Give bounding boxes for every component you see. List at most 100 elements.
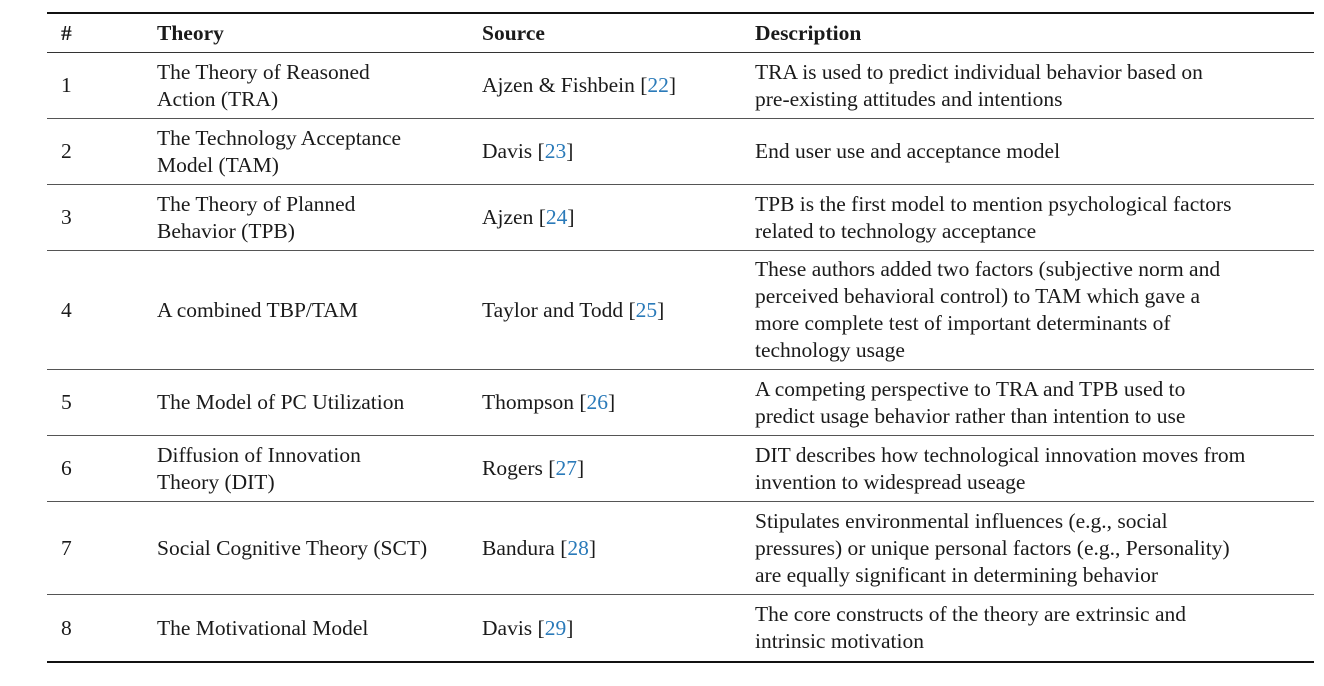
source-author: Bandura [ bbox=[482, 535, 568, 560]
theory-cell: The Theory of Reasoned Action (TRA) bbox=[157, 53, 482, 119]
description-line: pre-existing attitudes and intentions bbox=[755, 86, 1063, 111]
theory-line: Diffusion of Innovation bbox=[157, 442, 361, 467]
description-line: are equally significant in determining b… bbox=[755, 562, 1158, 587]
row-number: 4 bbox=[61, 297, 72, 322]
theory-cell: The Motivational Model bbox=[157, 595, 482, 663]
description-line: more complete test of important determin… bbox=[755, 311, 1171, 335]
table-body: 1 The Theory of Reasoned Action (TRA) Aj… bbox=[47, 53, 1314, 663]
source-author: Thompson [ bbox=[482, 390, 587, 414]
description-line: The core constructs of the theory are ex… bbox=[755, 602, 1187, 626]
table-row: 8 The Motivational Model Davis [29] The … bbox=[47, 595, 1314, 663]
citation-link[interactable]: 29 bbox=[544, 615, 567, 640]
source-author: Davis [ bbox=[482, 615, 545, 640]
description-cell: TRA is used to predict individual behavi… bbox=[755, 53, 1314, 119]
description-line: intrinsic motivation bbox=[755, 629, 924, 653]
row-number: 3 bbox=[61, 205, 72, 229]
table-row: 7 Social Cognitive Theory (SCT) Bandura … bbox=[47, 502, 1314, 595]
theory-cell: A combined TBP/TAM bbox=[157, 251, 482, 370]
theory-line: Behavior (TPB) bbox=[157, 218, 295, 243]
theory-table: # Theory Source Description 1 The Theory… bbox=[47, 12, 1314, 663]
theory-line: Action (TRA) bbox=[157, 86, 279, 111]
source-cell: Davis [23] bbox=[482, 119, 755, 185]
source-bracket: ] bbox=[566, 615, 574, 640]
description-line: TRA is used to predict individual behavi… bbox=[755, 59, 1203, 84]
citation-link[interactable]: 23 bbox=[544, 139, 567, 163]
theory-line: The Theory of Reasoned bbox=[157, 59, 370, 84]
theory-line: The Motivational Model bbox=[157, 615, 369, 640]
description-line: pressures) or unique personal factors (e… bbox=[755, 535, 1230, 560]
source-bracket: ] bbox=[657, 297, 665, 322]
description-cell: DIT describes how technological innovati… bbox=[755, 436, 1314, 502]
theory-line: The Model of PC Utilization bbox=[157, 390, 405, 414]
source-bracket: ] bbox=[566, 139, 574, 163]
theory-line: Social Cognitive Theory (SCT) bbox=[157, 535, 428, 560]
table-row: 4 A combined TBP/TAM Taylor and Todd [25… bbox=[47, 251, 1314, 370]
source-author: Rogers [ bbox=[482, 456, 556, 480]
theory-cell: Diffusion of Innovation Theory (DIT) bbox=[157, 436, 482, 502]
description-line: technology usage bbox=[755, 338, 905, 362]
source-bracket: ] bbox=[588, 535, 597, 560]
description-cell: End user use and acceptance model bbox=[755, 119, 1314, 185]
citation-link[interactable]: 27 bbox=[555, 456, 577, 480]
table-row: 2 The Technology Acceptance Model (TAM) … bbox=[47, 119, 1314, 185]
table-row: 1 The Theory of Reasoned Action (TRA) Aj… bbox=[47, 53, 1314, 119]
source-author: Taylor and Todd [ bbox=[482, 297, 636, 322]
citation-link[interactable]: 22 bbox=[647, 73, 669, 97]
header-num: # bbox=[61, 20, 72, 45]
citation-link[interactable]: 28 bbox=[567, 535, 589, 560]
header-theory: Theory bbox=[157, 20, 224, 45]
citation-link[interactable]: 24 bbox=[545, 205, 568, 229]
source-cell: Rogers [27] bbox=[482, 436, 755, 502]
row-number: 2 bbox=[61, 139, 72, 163]
header-source: Source bbox=[482, 20, 545, 45]
description-line: TPB is the first model to mention psycho… bbox=[755, 191, 1232, 216]
theory-line: The Technology Acceptance bbox=[157, 125, 402, 150]
description-cell: A competing perspective to TRA and TPB u… bbox=[755, 370, 1314, 436]
header-description: Description bbox=[755, 20, 862, 45]
description-cell: The core constructs of the theory are ex… bbox=[755, 595, 1314, 663]
description-line: invention to widespread useage bbox=[755, 469, 1026, 494]
theory-cell: The Technology Acceptance Model (TAM) bbox=[157, 119, 482, 185]
table-header: # Theory Source Description bbox=[47, 13, 1314, 53]
theory-line: Theory (DIT) bbox=[157, 469, 275, 494]
table-row: 3 The Theory of Planned Behavior (TPB) A… bbox=[47, 185, 1314, 251]
description-line: perceived behavioral control) to TAM whi… bbox=[755, 284, 1201, 308]
header-row: # Theory Source Description bbox=[47, 13, 1314, 53]
table-row: 6 Diffusion of Innovation Theory (DIT) R… bbox=[47, 436, 1314, 502]
source-cell: Bandura [28] bbox=[482, 502, 755, 595]
description-line: A competing perspective to TRA and TPB u… bbox=[755, 376, 1186, 401]
description-line: related to technology acceptance bbox=[755, 218, 1037, 243]
description-line: Stipulates environmental influences (e.g… bbox=[755, 508, 1168, 533]
source-bracket: ] bbox=[668, 73, 677, 97]
source-cell: Taylor and Todd [25] bbox=[482, 251, 755, 370]
description-cell: These authors added two factors (subject… bbox=[755, 251, 1314, 370]
description-cell: TPB is the first model to mention psycho… bbox=[755, 185, 1314, 251]
description-line: These authors added two factors (subject… bbox=[755, 257, 1221, 281]
source-cell: Ajzen & Fishbein [22] bbox=[482, 53, 755, 119]
citation-link[interactable]: 25 bbox=[635, 297, 658, 322]
theory-cell: The Theory of Planned Behavior (TPB) bbox=[157, 185, 482, 251]
theory-line: The Theory of Planned bbox=[157, 191, 356, 216]
source-bracket: ] bbox=[567, 205, 575, 229]
source-bracket: ] bbox=[608, 390, 616, 414]
row-number: 1 bbox=[61, 73, 72, 97]
table-row: 5 The Model of PC Utilization Thompson [… bbox=[47, 370, 1314, 436]
theory-cell: Social Cognitive Theory (SCT) bbox=[157, 502, 482, 595]
row-number: 5 bbox=[61, 390, 72, 414]
source-bracket: ] bbox=[576, 456, 585, 480]
description-cell: Stipulates environmental influences (e.g… bbox=[755, 502, 1314, 595]
citation-link[interactable]: 26 bbox=[586, 390, 609, 414]
description-line: DIT describes how technological innovati… bbox=[755, 442, 1246, 467]
description-line: predict usage behavior rather than inten… bbox=[755, 403, 1186, 428]
source-cell: Davis [29] bbox=[482, 595, 755, 663]
row-number: 6 bbox=[61, 456, 72, 480]
row-number: 8 bbox=[61, 615, 72, 640]
source-author: Davis [ bbox=[482, 139, 545, 163]
source-author: Ajzen [ bbox=[482, 205, 546, 229]
source-cell: Ajzen [24] bbox=[482, 185, 755, 251]
theory-table-container: # Theory Source Description 1 The Theory… bbox=[47, 12, 1314, 663]
description-line: End user use and acceptance model bbox=[755, 139, 1061, 163]
source-cell: Thompson [26] bbox=[482, 370, 755, 436]
theory-line: Model (TAM) bbox=[157, 152, 279, 177]
theory-line: A combined TBP/TAM bbox=[157, 297, 358, 322]
